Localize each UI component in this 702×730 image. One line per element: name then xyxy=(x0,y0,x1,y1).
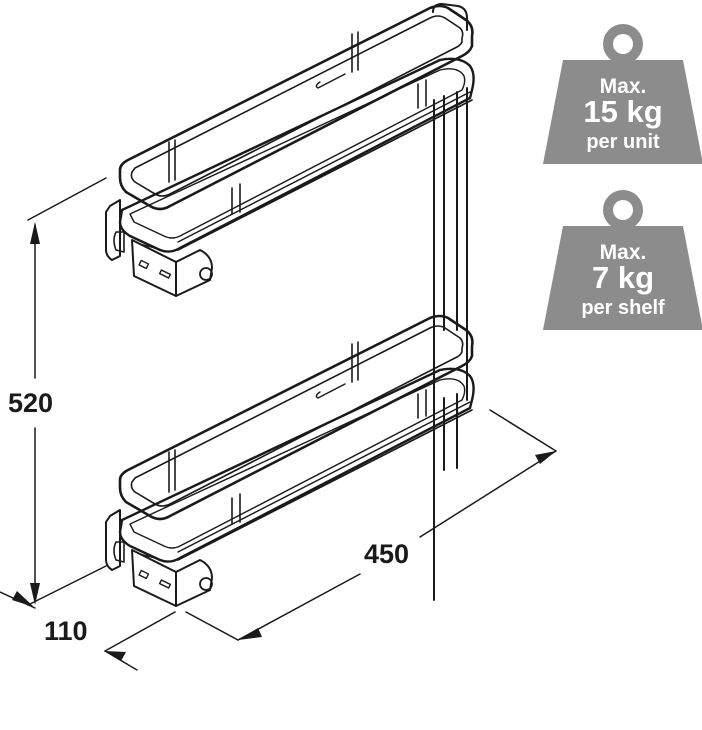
max-load-per-unit-badge: Max. 15 kg per unit xyxy=(543,24,702,164)
max-load-per-shelf-badge: Max. 7 kg per shelf xyxy=(543,190,702,330)
dimension-arrowheads xyxy=(12,222,556,661)
badge-max-label: Max. xyxy=(599,241,647,264)
weight-icon xyxy=(543,24,702,164)
weight-icon xyxy=(543,190,702,330)
badge-weight-value: 7 kg xyxy=(591,260,655,295)
lower-basket xyxy=(105,314,475,607)
badge-unit-label: per unit xyxy=(586,131,660,153)
upper-basket xyxy=(105,4,475,297)
badge-weight-value: 15 kg xyxy=(583,94,663,129)
badge-max-label: Max. xyxy=(599,75,647,98)
badge-unit-label: per shelf xyxy=(581,297,665,319)
dimension-height-label: 520 xyxy=(8,388,54,418)
dimension-width-label: 110 xyxy=(44,616,88,646)
dimension-depth-label: 450 xyxy=(364,539,410,569)
dimension-lines xyxy=(0,177,557,671)
